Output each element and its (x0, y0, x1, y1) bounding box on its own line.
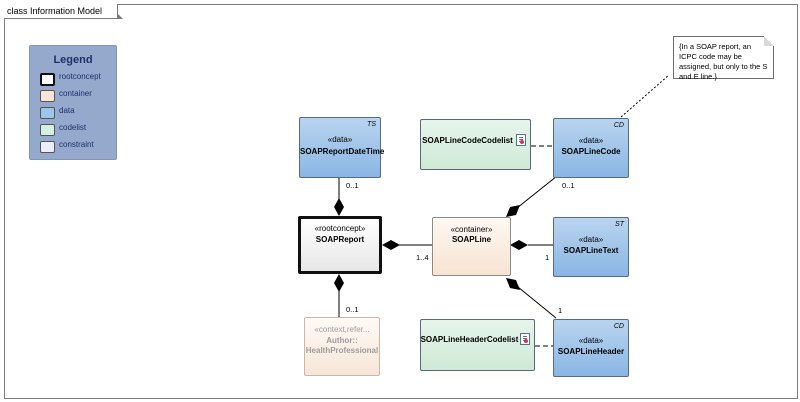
multiplicity-line-code: 0..1 (562, 181, 575, 190)
class-name: SOAPReport (315, 235, 365, 244)
type-label: CD (613, 323, 624, 330)
class-soap-report-date-time[interactable]: TS «data» SOAPReportDateTime (299, 117, 385, 178)
class-soap-line-header-codelist[interactable]: SOAPLineHeaderCodelist (420, 319, 535, 371)
class-name: SOAPReportDateTime (300, 147, 385, 156)
stereotype-label: «data» (327, 135, 353, 144)
diamond-report-right (382, 240, 400, 250)
class-author-health-professional[interactable]: «context,refer... Author:: HealthProfess… (304, 317, 380, 376)
diagram-frame (4, 4, 798, 399)
legend-swatch (40, 141, 55, 153)
document-icon (516, 134, 526, 146)
class-name-line2: HealthProfessional (305, 346, 379, 355)
legend-label: rootconcept (59, 72, 101, 81)
multiplicity-author: 0..1 (346, 305, 359, 314)
legend-swatch (40, 107, 55, 119)
link-line-header (517, 286, 557, 319)
stereotype-label: «context,refer... (314, 325, 370, 334)
class-soap-line-header[interactable]: CD «data» SOAPLineHeader (553, 319, 629, 377)
legend-label: codelist (59, 123, 87, 132)
stereotype-label: «container» (450, 225, 493, 234)
type-label: ST (615, 221, 624, 228)
legend-swatch (40, 90, 55, 102)
diamond-report-top (334, 198, 344, 216)
class-soap-line-text[interactable]: ST «data» SOAPLineText (553, 217, 629, 277)
class-soap-report[interactable]: «rootconcept» SOAPReport (298, 216, 382, 274)
legend-title: Legend (53, 54, 93, 66)
multiplicity-line-text: 1 (545, 253, 550, 262)
stereotype-label: «data» (578, 235, 604, 244)
diamond-line-text (510, 240, 528, 250)
diamond-line-header (506, 278, 520, 290)
class-name: SOAPLineCodeCodelist (422, 136, 513, 145)
legend-label: container (59, 89, 92, 98)
legend-swatch (40, 124, 55, 136)
multiplicity-report-date-time: 0..1 (346, 181, 359, 190)
diagram-title: class Information Model (4, 4, 123, 19)
stereotype-label: «data» (578, 336, 604, 345)
diamond-line-code (506, 205, 520, 217)
stereotype-label: «data» (578, 136, 604, 145)
class-name: SOAPLineText (563, 246, 619, 255)
legend: Legend rootconcept container data codeli… (29, 45, 117, 160)
multiplicity-line: 1..4 (416, 253, 429, 262)
document-icon (520, 333, 530, 345)
type-label: CD (613, 122, 624, 129)
class-name: SOAPLine (451, 235, 492, 244)
multiplicity-line-header: 1 (558, 306, 563, 315)
legend-label: data (59, 106, 75, 115)
link-note (620, 74, 670, 118)
class-soap-line[interactable]: «container» SOAPLine (432, 217, 511, 276)
note-fold-corner (764, 36, 774, 46)
stereotype-label: «rootconcept» (314, 224, 366, 233)
legend-swatch (40, 73, 55, 86)
class-soap-line-code-codelist[interactable]: SOAPLineCodeCodelist (420, 119, 531, 170)
class-soap-line-code[interactable]: CD «data» SOAPLineCode (553, 118, 629, 178)
legend-label: constraint (59, 140, 94, 149)
class-name: SOAPLineCode (561, 147, 621, 156)
class-name: SOAPLineHeaderCodelist (420, 335, 519, 344)
type-label: TS (367, 121, 376, 128)
class-name: SOAPLineHeader (557, 347, 625, 356)
diamond-report-bottom (334, 274, 344, 292)
constraint-note[interactable]: {In a SOAP report, an ICPC code may be a… (673, 36, 774, 81)
class-name-line1: Author:: (326, 336, 358, 345)
